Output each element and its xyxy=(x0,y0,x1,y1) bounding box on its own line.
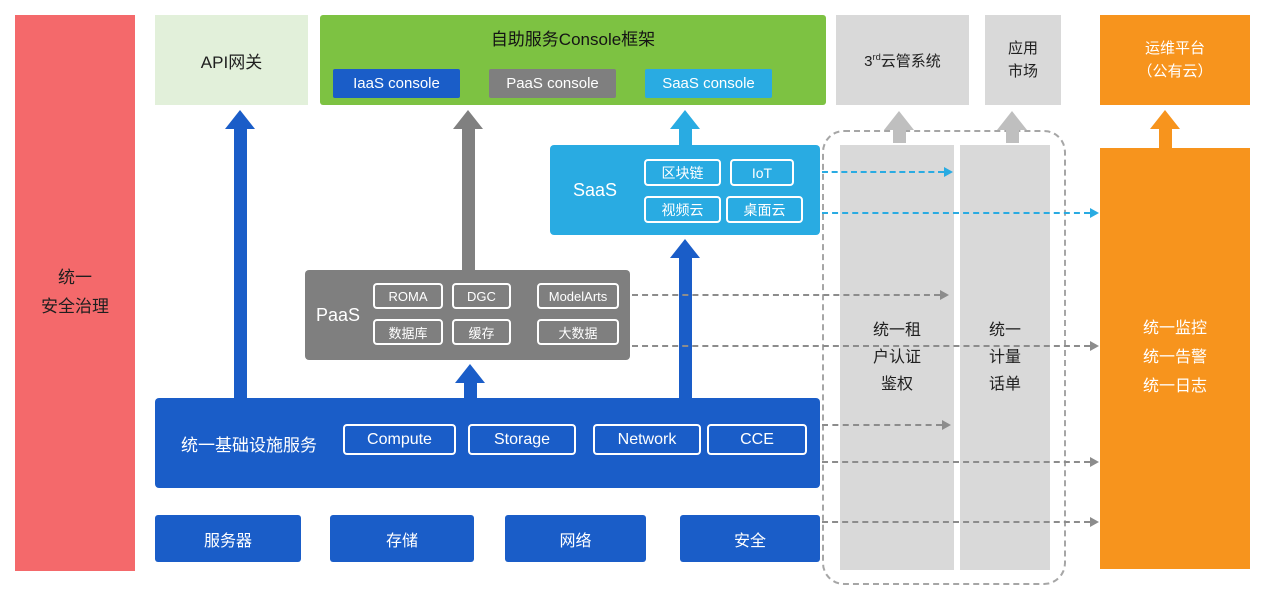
paas-item-cache: 缓存 xyxy=(452,319,511,345)
arrow-head xyxy=(670,110,700,129)
security-governance-bar: 统一 安全治理 xyxy=(15,15,135,571)
tenant-services-group-border xyxy=(822,130,1066,585)
saas-item-iot: IoT xyxy=(730,159,794,186)
paas-box: PaaS ROMA DGC ModelArts 数据库 缓存 大数据 xyxy=(305,270,630,360)
paas-item-modelarts: ModelArts xyxy=(537,283,619,309)
arrow-paas-to-monitoring-dashed xyxy=(632,341,1099,351)
arrow-head xyxy=(884,111,914,130)
paas-label: PaaS xyxy=(315,304,361,325)
arrow-infra-to-paas xyxy=(455,364,485,398)
om-platform-box: 运维平台 （公有云） xyxy=(1100,15,1250,105)
arrow-shaft xyxy=(233,129,247,398)
paas-item-database: 数据库 xyxy=(373,319,443,345)
saas-item-blockchain: 区块链 xyxy=(644,159,721,186)
arrow-infra-to-api-gateway xyxy=(225,110,255,398)
arrow-saas-to-monitoring-dashed xyxy=(822,208,1099,218)
saas-label: SaaS xyxy=(572,179,618,200)
monitoring-bar: 统一监控 统一告警 统一日志 xyxy=(1100,148,1250,569)
paas-console-chip: PaaS console xyxy=(489,69,616,98)
arrow-auth-to-third-party-cms xyxy=(884,111,914,143)
arrow-hardware-to-monitoring-dashed xyxy=(822,517,1099,527)
saas-box: SaaS 区块链 IoT 视频云 桌面云 xyxy=(550,145,820,235)
arrow-infra-to-saas xyxy=(670,239,700,398)
third-party-cms-text: 云管系统 xyxy=(880,52,941,70)
arrow-head xyxy=(455,364,485,383)
arrow-head xyxy=(453,110,483,129)
arrow-saas-to-console xyxy=(670,110,700,146)
third-party-cms-num: 3 xyxy=(864,52,873,70)
arrow-paas-to-auth-dashed xyxy=(632,290,949,300)
arrow-head xyxy=(225,110,255,129)
arrow-shaft xyxy=(461,129,475,270)
arrow-infra-to-monitoring-dashed xyxy=(822,457,1099,467)
iaas-console-chip: IaaS console xyxy=(333,69,460,98)
arrow-metering-to-app-market xyxy=(997,111,1027,143)
third-party-cms-sup: rd xyxy=(872,51,881,62)
arrow-monitoring-to-om-platform xyxy=(1150,110,1180,148)
saas-item-desktop-cloud: 桌面云 xyxy=(726,196,803,223)
hardware-network-box: 网络 xyxy=(505,515,646,562)
arrow-shaft xyxy=(1158,129,1172,148)
arrow-head xyxy=(997,111,1027,130)
infrastructure-box: 统一基础设施服务 Compute Storage Network CCE xyxy=(155,398,820,488)
infra-item-network: Network xyxy=(593,424,701,455)
saas-console-chip: SaaS console xyxy=(645,69,772,98)
third-party-cms-label: 3rd云管系统 xyxy=(864,50,941,71)
tenant-auth-bar: 统一租 户认证 鉴权 xyxy=(840,145,954,570)
third-party-cms-box: 3rd云管系统 xyxy=(836,15,969,105)
paas-item-bigdata: 大数据 xyxy=(537,319,619,345)
hardware-server-box: 服务器 xyxy=(155,515,301,562)
arrow-shaft xyxy=(463,383,477,398)
api-gateway-box: API网关 xyxy=(155,15,308,105)
arrow-shaft xyxy=(1005,130,1019,143)
arrow-saas-to-auth-dashed xyxy=(822,167,953,177)
arrow-head xyxy=(1150,110,1180,129)
infrastructure-label: 统一基础设施服务 xyxy=(181,435,317,455)
infra-item-storage: Storage xyxy=(468,424,576,455)
paas-item-roma: ROMA xyxy=(373,283,443,309)
hardware-storage-box: 存储 xyxy=(330,515,474,562)
infra-item-cce: CCE xyxy=(707,424,807,455)
arrow-shaft xyxy=(678,258,692,398)
arrow-paas-to-console xyxy=(453,110,483,270)
arrow-shaft xyxy=(892,130,906,143)
console-frame: 自助服务Console框架 IaaS console PaaS console … xyxy=(320,15,826,105)
console-frame-title: 自助服务Console框架 xyxy=(490,30,656,49)
metering-bar: 统一 计量 话单 xyxy=(960,145,1050,570)
paas-item-dgc: DGC xyxy=(452,283,511,309)
arrow-shaft xyxy=(678,129,692,146)
infra-item-compute: Compute xyxy=(343,424,456,455)
arrow-infra-to-auth-dashed xyxy=(822,420,951,430)
arrow-head xyxy=(670,239,700,258)
hardware-security-box: 安全 xyxy=(680,515,820,562)
saas-item-video-cloud: 视频云 xyxy=(644,196,721,223)
app-market-box: 应用 市场 xyxy=(985,15,1061,105)
